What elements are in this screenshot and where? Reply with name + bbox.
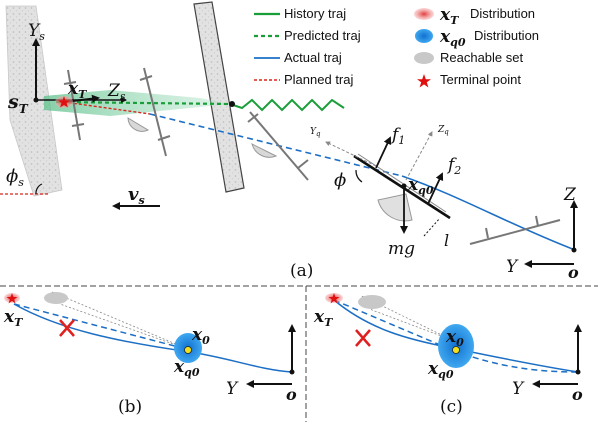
label-y-b: Y	[226, 379, 239, 399]
legend-reach-swatch	[414, 52, 434, 64]
label-o-c: o	[572, 385, 583, 404]
terminal-point-c	[328, 293, 340, 304]
f1-arrow	[375, 136, 392, 169]
x0-point-c	[452, 346, 460, 354]
zq-axis	[405, 131, 433, 181]
prediction-cone	[44, 90, 230, 116]
label-zq: Zq	[437, 125, 449, 136]
label-xq0-b: xq0	[173, 357, 200, 379]
phis-arc	[35, 183, 43, 195]
legend-history-label: History traj	[284, 6, 346, 21]
legend-xq0-symbol: xq0	[439, 27, 466, 49]
legend-terminal-star	[417, 74, 431, 88]
planned-trajectory-a	[63, 101, 151, 115]
reachable-set-b	[44, 292, 68, 304]
label-mg: mg	[388, 239, 415, 259]
x0-point-b	[184, 346, 192, 354]
panel-a	[0, 1, 578, 268]
yq-axis	[325, 141, 377, 167]
reject-cross-c	[355, 329, 371, 347]
panel-c-label: (c)	[440, 397, 463, 417]
legend-actual-label: Actual traj	[284, 50, 342, 65]
label-phis: ϕs	[6, 166, 24, 189]
panel-a-label: (a)	[290, 261, 313, 281]
quad-ghost-3	[247, 111, 309, 181]
label-yq: Yq	[310, 127, 321, 138]
terminal-point-a	[58, 96, 70, 108]
legend-xT-swatch	[414, 8, 434, 20]
panel-b-label: (b)	[118, 397, 142, 417]
actual-trajectory-a-dashed	[149, 113, 403, 177]
panel-c	[325, 293, 582, 388]
sT-origin	[33, 97, 39, 103]
legend: History traj Predicted traj Actual traj …	[254, 5, 539, 88]
label-x0-b: x0	[191, 325, 210, 347]
label-xT-a: xT	[67, 79, 87, 101]
legend-planned-label: Planned traj	[284, 72, 353, 87]
xq0-distribution-c	[438, 324, 474, 368]
label-world-z: Z	[563, 185, 577, 205]
label-sT: sT	[7, 91, 29, 116]
legend-xq0-label: Distribution	[474, 28, 539, 43]
label-f2: f2	[446, 155, 461, 177]
xq0-point-a	[401, 183, 407, 189]
label-f1: f1	[390, 125, 405, 147]
legend-predicted-label: Predicted traj	[284, 28, 361, 43]
quad-ghost-4	[469, 215, 561, 245]
terminal-point-b	[6, 293, 18, 304]
predicted-trajectory	[55, 100, 231, 106]
label-xq0-a: xq0	[407, 175, 434, 197]
label-x0-c: x0	[445, 327, 464, 349]
label-vs: vs	[128, 184, 145, 207]
label-y-c: Y	[512, 379, 525, 399]
reachable-set-c	[358, 295, 386, 309]
history-end-point	[229, 101, 235, 107]
planned-dashed-b	[13, 303, 191, 351]
label-xT-b: xT	[3, 307, 23, 329]
world-origin-a	[571, 247, 577, 253]
label-phi: ϕ	[334, 170, 346, 191]
panel-b	[4, 291, 296, 388]
actual-trajectory-a	[401, 175, 576, 251]
f2-arrow	[427, 172, 444, 205]
quad-ghost-2	[127, 67, 171, 157]
legend-terminal-label: Terminal point	[440, 72, 521, 87]
label-xT-c: xT	[313, 307, 333, 329]
reject-cross-b	[59, 319, 75, 337]
legend-xT-label: Distribution	[470, 6, 535, 21]
label-xq0-c: xq0	[427, 359, 454, 381]
middle-wall	[193, 1, 245, 193]
label-zs: Zs	[107, 81, 126, 103]
label-world-o: o	[568, 263, 579, 282]
label-o-b: o	[286, 385, 297, 404]
quad-ghost-1	[63, 69, 85, 141]
phi-arc	[355, 169, 363, 183]
l-dim-line	[423, 217, 441, 237]
label-world-y: Y	[506, 257, 519, 277]
history-trajectory	[229, 98, 345, 112]
legend-xT-symbol: xT	[439, 5, 459, 27]
world-origin-b	[289, 369, 295, 375]
legend-reach-label: Reachable set	[440, 50, 523, 65]
label-l: l	[444, 231, 449, 250]
world-origin-c	[575, 369, 581, 375]
label-ys: Ys	[28, 21, 45, 43]
legend-xq0-swatch	[415, 29, 433, 43]
